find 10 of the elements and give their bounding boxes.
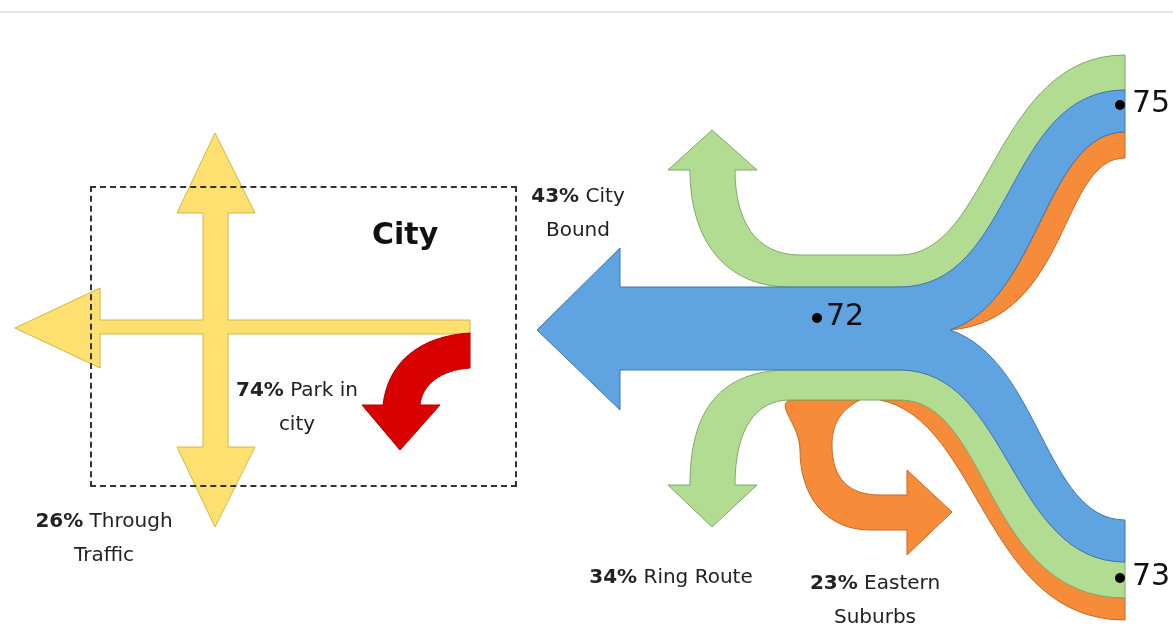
point-value: 75 <box>1132 84 1171 119</box>
area-title: City <box>372 216 439 251</box>
city-boundary-box <box>90 186 517 487</box>
flow-label: 34% Ring Route <box>588 563 754 590</box>
flow-label: 23% Eastern Suburbs <box>808 569 942 630</box>
point-value: 72 <box>826 297 865 332</box>
flow-label: 43% City Bound <box>530 182 626 243</box>
flow-label: 74% Park in city <box>234 376 359 437</box>
point-value: 73 <box>1132 557 1171 592</box>
flow-label: 26% Through Traffic <box>34 507 174 568</box>
